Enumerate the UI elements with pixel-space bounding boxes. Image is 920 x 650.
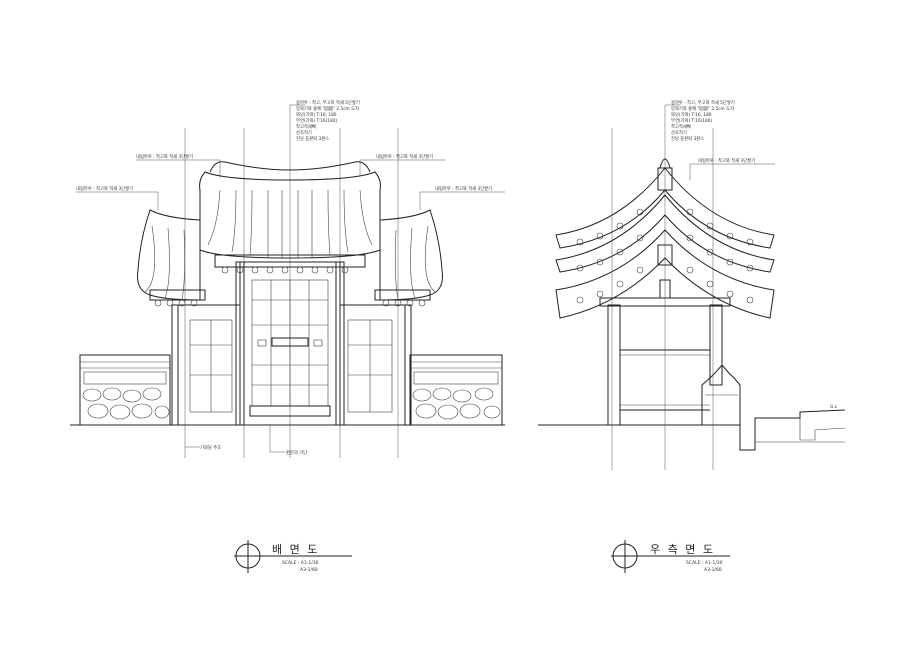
rear-side-gate-left [177, 304, 241, 426]
side-frame [599, 297, 731, 426]
side-gl-tag: G.L [830, 404, 838, 410]
rear-note-right-mid: 내림마루 : 착고와 적새 3단쌓기 [376, 153, 433, 160]
rear-note-top7: 진당 동판퇴 3판스 [296, 135, 329, 142]
rear-reference-lines [184, 105, 399, 458]
rear-roof-left [137, 209, 206, 307]
rear-scale-1: SCALE : A1-1/30 [282, 560, 319, 566]
rear-scale-2: A3-1/60 [300, 567, 318, 573]
side-roof [555, 158, 775, 319]
rear-note-top3: 와당(기와) T:16, 180 [296, 111, 337, 118]
side-title-block: 우 측 면 도 SCALE : A1-1/30 A3-1/60 [611, 540, 730, 573]
rear-note-top5: 착고적새빼 [296, 123, 316, 130]
rear-note-right-low: 내림마루 : 착고와 적새 3단쌓기 [435, 185, 492, 192]
rear-roof-main [199, 161, 381, 274]
side-scale-2: A3-1/60 [704, 567, 722, 573]
rear-note-left-mid: 내림마루 : 착고와 적새 3단쌓기 [136, 153, 193, 160]
rear-right-wall [409, 354, 503, 426]
side-notes: 용마루 : 착고, 부고와 적새 5단쌓기 망와기와 홍예 "圓圓" 2.5cm… [665, 99, 775, 180]
side-wall-end [701, 364, 741, 426]
side-note-top1: 용마루 : 착고, 부고와 적새 5단쌓기 [671, 99, 735, 106]
side-ground-step [739, 409, 846, 451]
side-note-top2: 망와기와 홍예 "圓圓" 2.5cm 도자 [671, 105, 734, 112]
side-note-top5: 착고적새빼 [671, 123, 691, 130]
side-note-top7: 진당 동판퇴 3판스 [671, 135, 704, 142]
rear-title: 배 면 도 [272, 543, 319, 556]
rear-note-left-low: 내림마루 : 착고와 적새 3단쌓기 [76, 185, 133, 192]
rear-notes: 용마루 : 착고, 부고와 적새 5단쌓기 망와기와 홍예 "圓圓" 2.5cm… [76, 99, 505, 456]
rear-elevation: 용마루 : 착고, 부고와 적새 5단쌓기 망와기와 홍예 "圓圓" 2.5cm… [70, 99, 505, 573]
rear-note-top6: 산조적기 [296, 129, 312, 136]
side-note-top4: 부연(기와) T:16(180) [671, 117, 712, 124]
side-note-top6: 산조적기 [671, 129, 687, 136]
side-title: 우 측 면 도 [650, 543, 715, 556]
rear-note-top4: 부연(기와) T:16(180) [296, 117, 337, 124]
side-note-mid: 내림마루 : 착고와 적새 3단쌓기 [698, 157, 755, 164]
rear-note-bot2: 판문의 기단 [286, 449, 307, 456]
rear-note-top1: 용마루 : 착고, 부고와 적새 5단쌓기 [296, 99, 360, 106]
rear-left-wall [79, 354, 171, 426]
rear-roof-right [374, 209, 443, 307]
rear-title-block: 배 면 도 SCALE : A1-1/30 A3-1/60 [234, 540, 352, 573]
side-scale-1: SCALE : A1-1/30 [686, 560, 723, 566]
rear-main-gate [235, 261, 345, 426]
rear-side-gate-right [339, 304, 406, 426]
side-elevation: G.L [538, 99, 846, 573]
rear-posts [171, 304, 412, 426]
rear-note-bot1: 기와담 주초 [200, 444, 221, 451]
side-note-top3: 와당(기와) T:16, 180 [671, 111, 712, 118]
rear-note-top2: 망와기와 홍예 "圓圓" 2.5cm 도자 [296, 105, 359, 112]
